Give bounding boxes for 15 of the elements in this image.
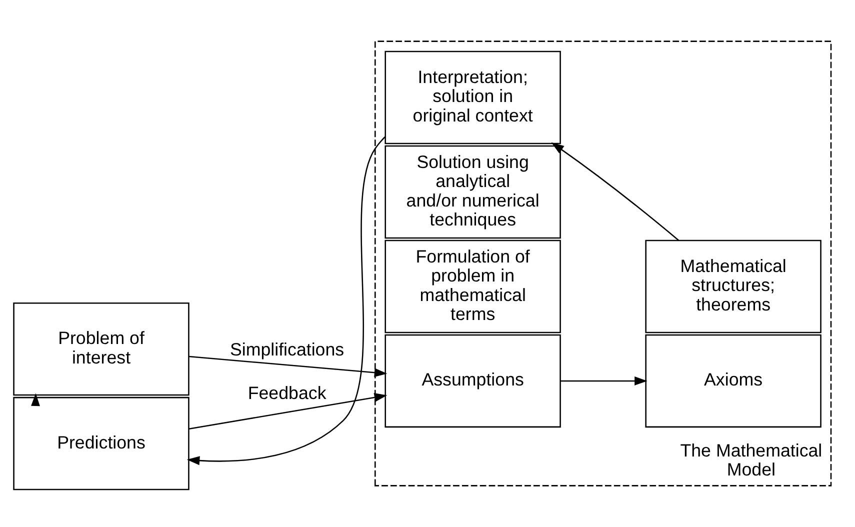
arrow — [189, 356, 388, 378]
arrow — [551, 142, 680, 241]
edge-label: Feedback — [248, 383, 326, 404]
node-box: Axioms — [645, 334, 822, 428]
arrow — [188, 393, 388, 430]
node-box: Assumptions — [384, 334, 561, 428]
node-box: Solution using analytical and/or numerical techniques — [384, 145, 561, 239]
arrow — [31, 393, 40, 406]
arrow — [186, 136, 386, 466]
node-box: Interpretation; solution in original context — [384, 50, 561, 144]
node-box: Mathematical structures; theorems — [645, 240, 822, 334]
node-box: Formulation of problem in mathematical terms — [384, 240, 561, 334]
node-box: Problem of interest — [13, 302, 190, 396]
arrow — [560, 376, 648, 386]
edge-label: Simplifications — [230, 340, 344, 360]
